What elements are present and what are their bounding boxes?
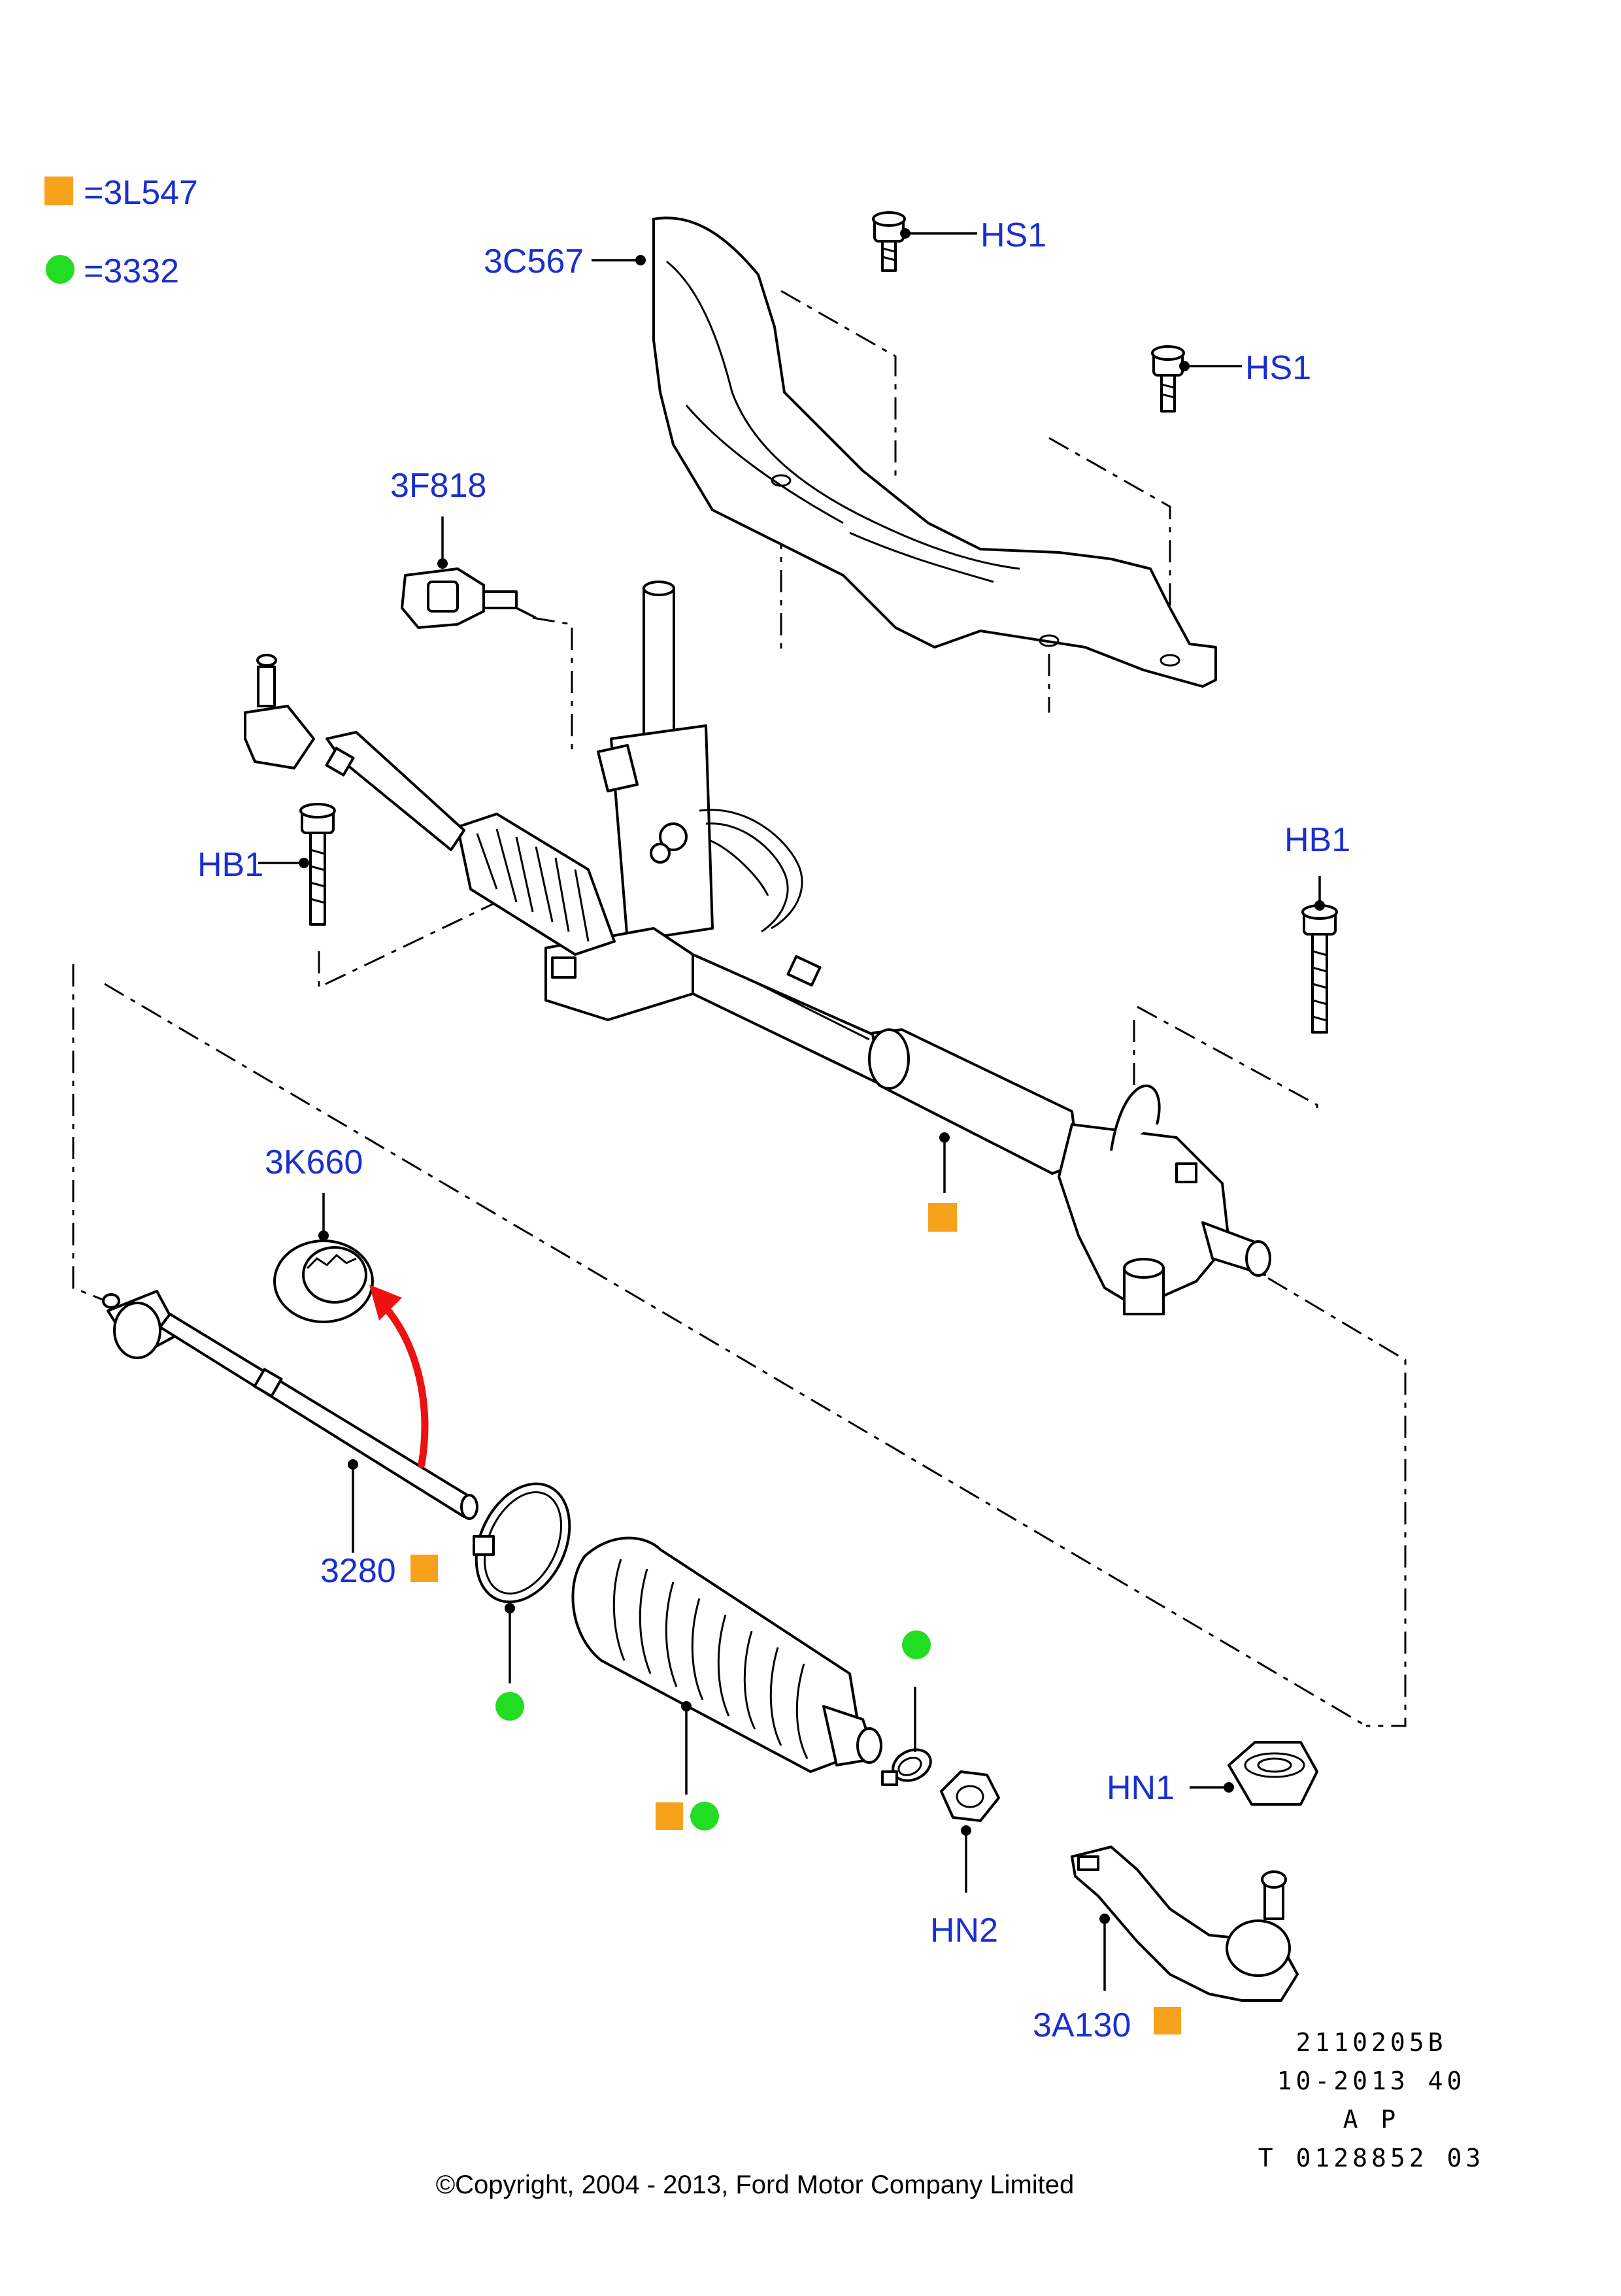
reference-line-4: T 0128852 03 xyxy=(1258,2144,1485,2172)
legend: =3L547 =3332 xyxy=(44,174,198,290)
marker-square-3l547 xyxy=(1154,2007,1181,2034)
reference-block: 2110205B 10-2013 40 A P T 0128852 03 xyxy=(1258,2028,1485,2172)
marker-circle-3332 xyxy=(495,1692,524,1721)
callout-hb1-right: HB1 xyxy=(1284,821,1350,859)
inner-tie-rod-3280 xyxy=(102,1290,478,1520)
marker-square-3l547 xyxy=(410,1555,438,1582)
small-clip xyxy=(881,1748,932,1786)
legend-circle-label: =3332 xyxy=(84,252,179,290)
callout-hn2: HN2 xyxy=(930,1912,998,1950)
steering-rack xyxy=(244,581,1271,1315)
callout-3280: 3280 xyxy=(320,1552,396,1590)
bellows-boot xyxy=(571,1536,882,1773)
sensor-3f818 xyxy=(401,567,537,629)
reference-line-2: 10-2013 40 xyxy=(1277,2067,1466,2095)
callout-3c567: 3C567 xyxy=(484,243,584,280)
marker-circle-3332 xyxy=(690,1802,719,1831)
leader-lines xyxy=(258,228,1325,1991)
bolt-hb1-left xyxy=(299,803,336,926)
heat-shield-3c567 xyxy=(652,216,1217,688)
markers xyxy=(410,1203,1181,2034)
tie-rod-end-3a130 xyxy=(1071,1846,1299,2002)
marker-circle-3332 xyxy=(902,1630,931,1659)
callout-hs1-top: HS1 xyxy=(980,216,1046,254)
legend-square-icon xyxy=(44,177,73,205)
callout-3f818: 3F818 xyxy=(390,467,486,505)
reference-line-1: 2110205B xyxy=(1295,2028,1446,2057)
legend-circle-icon xyxy=(46,255,75,284)
boot-clamp xyxy=(473,1482,571,1604)
marker-square-3l547 xyxy=(928,1203,957,1232)
callout-3a130: 3A130 xyxy=(1033,2006,1131,2044)
reference-line-3: A P xyxy=(1343,2105,1400,2134)
nut-hn2 xyxy=(940,1770,1000,1822)
callout-3k660: 3K660 xyxy=(265,1143,363,1181)
legend-square-label: =3L547 xyxy=(84,174,198,212)
bolt-hb1-right xyxy=(1301,904,1338,1034)
callout-labels: 3C567 HS1 HS1 3F818 HB1 HB1 3K660 3280 H… xyxy=(197,216,1350,2044)
nut-hn1 xyxy=(1228,1741,1318,1806)
callout-hn1: HN1 xyxy=(1107,1769,1175,1807)
bolt-hs1-right xyxy=(1151,345,1185,413)
marker-square-3l547 xyxy=(656,1802,683,1830)
copyright-notice: ©Copyright, 2004 - 2013, Ford Motor Comp… xyxy=(436,2170,1075,2199)
callout-hb1-left: HB1 xyxy=(197,846,263,884)
install-arrow xyxy=(369,1285,429,1468)
callout-hs1-right: HS1 xyxy=(1245,349,1311,387)
ring-3k660 xyxy=(273,1240,374,1323)
bolt-hs1-top xyxy=(872,211,906,272)
